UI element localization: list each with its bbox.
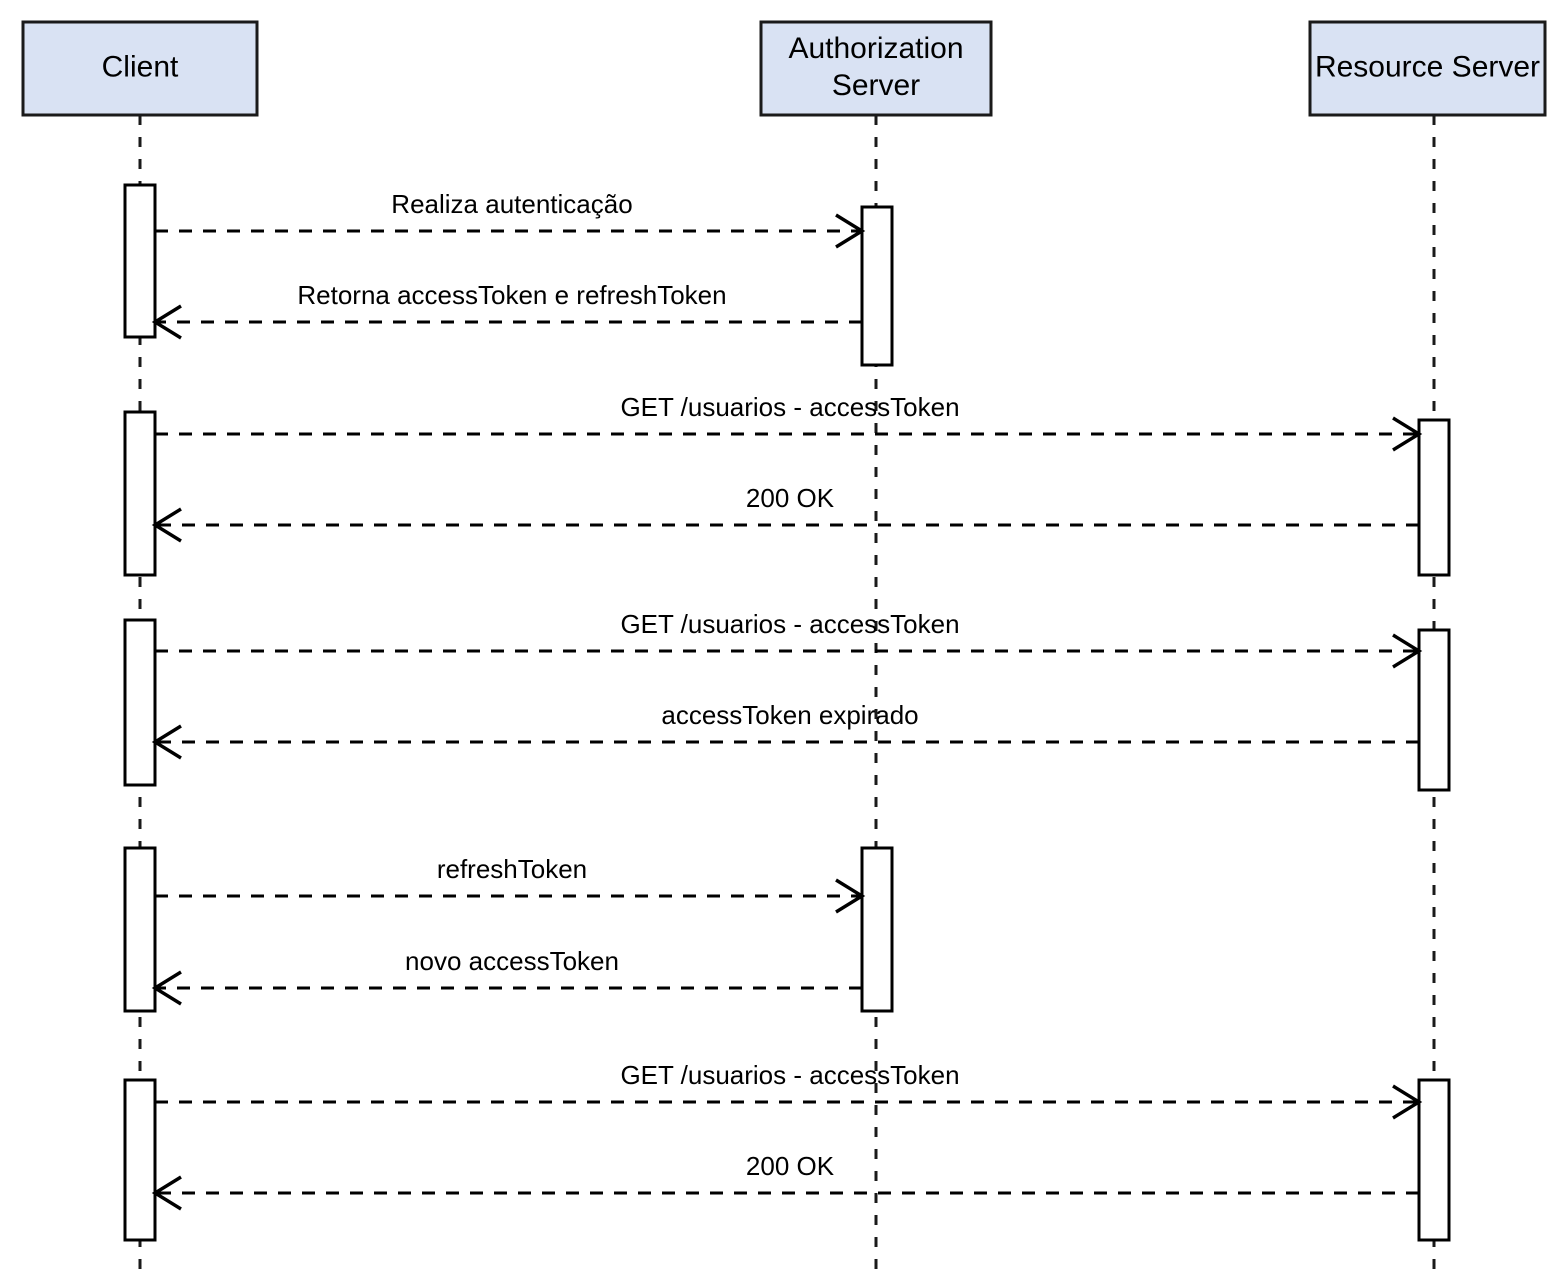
participant-label-authorization-server: Server — [832, 69, 920, 102]
message-label: accessToken expirado — [661, 700, 918, 730]
message-label: novo accessToken — [405, 946, 619, 976]
participant-label-client: Client — [102, 50, 179, 83]
message-label: Retorna accessToken e refreshToken — [297, 280, 726, 310]
activation-bar-client — [123, 1078, 157, 1242]
message-arrowhead — [835, 213, 866, 249]
message-msg-9: GET /usuarios - accessToken — [155, 1060, 1423, 1120]
message-msg-2: Retorna accessToken e refreshToken — [151, 280, 862, 340]
message-arrowhead — [1392, 633, 1423, 669]
message-label: 200 OK — [746, 1151, 835, 1181]
message-msg-1: Realiza autenticação — [155, 189, 866, 249]
message-arrowhead — [1392, 416, 1423, 452]
message-arrowhead — [835, 878, 866, 914]
message-label: refreshToken — [437, 854, 587, 884]
participant-label-authorization-server: Authorization — [788, 32, 963, 65]
activation-bar-client — [123, 618, 157, 787]
activation-bar-client — [123, 410, 157, 577]
activation-bar-authorization-server — [860, 846, 894, 1013]
message-arrowhead — [151, 970, 182, 1006]
message-label: Realiza autenticação — [391, 189, 632, 219]
activation-bar-client — [123, 846, 157, 1013]
participant-label-resource-server: Resource Server — [1315, 50, 1540, 83]
message-arrowhead — [151, 724, 182, 760]
message-label: 200 OK — [746, 483, 835, 513]
message-msg-4: 200 OK — [151, 483, 1419, 543]
activation-bar-resource-server — [1417, 628, 1451, 792]
message-msg-10: 200 OK — [151, 1151, 1419, 1211]
message-msg-7: refreshToken — [155, 854, 866, 914]
message-arrowhead — [151, 304, 182, 340]
message-msg-5: GET /usuarios - accessToken — [155, 609, 1423, 669]
message-arrowhead — [1392, 1084, 1423, 1120]
message-arrowhead — [151, 507, 182, 543]
participant-box-client[interactable] — [21, 20, 259, 117]
participant-client[interactable]: Client — [21, 20, 259, 117]
message-msg-6: accessToken expirado — [151, 700, 1419, 760]
activation-layer — [123, 183, 1451, 1242]
activation-bar-resource-server — [1417, 418, 1451, 577]
participant-resource-server[interactable]: Resource Server — [1308, 20, 1547, 117]
participant-box-resource-server[interactable] — [1308, 20, 1547, 117]
message-label: GET /usuarios - accessToken — [620, 1060, 959, 1090]
participant-box-authorization-server[interactable] — [759, 20, 993, 117]
message-arrowhead — [151, 1175, 182, 1211]
activation-bar-client — [123, 183, 157, 339]
message-msg-8: novo accessToken — [151, 946, 862, 1006]
activation-bar-authorization-server — [860, 205, 894, 367]
message-label: GET /usuarios - accessToken — [620, 392, 959, 422]
message-msg-3: GET /usuarios - accessToken — [155, 392, 1423, 452]
activation-bar-resource-server — [1417, 1078, 1451, 1242]
message-label: GET /usuarios - accessToken — [620, 609, 959, 639]
